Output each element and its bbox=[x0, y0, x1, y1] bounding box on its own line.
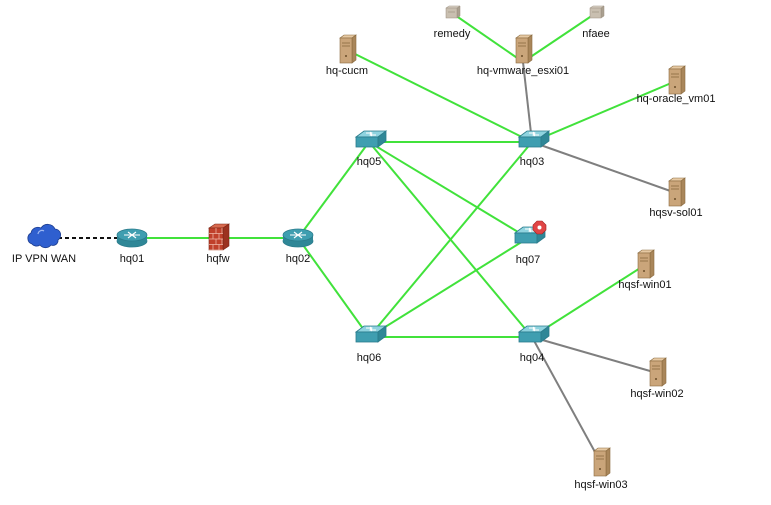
node-hq04[interactable] bbox=[517, 325, 551, 343]
node-label-hq05: hq05 bbox=[356, 156, 382, 168]
node-label-win01: hqsf-win01 bbox=[618, 279, 672, 291]
node-hq06[interactable] bbox=[354, 325, 388, 343]
node-label-esxi: hq-vmware_esxi01 bbox=[476, 65, 570, 77]
switch-icon bbox=[517, 130, 551, 148]
router-icon bbox=[282, 228, 314, 248]
firewall-icon bbox=[208, 223, 230, 251]
node-label-nfaee: nfaee bbox=[582, 28, 610, 40]
link-hq02-hq05[interactable] bbox=[297, 141, 370, 239]
link-win01-hq04[interactable] bbox=[531, 264, 646, 338]
node-cucm[interactable] bbox=[339, 34, 357, 64]
node-label-remedy: remedy bbox=[433, 28, 471, 40]
nodes-layer bbox=[27, 5, 686, 477]
node-remedy[interactable] bbox=[445, 5, 461, 19]
server-icon bbox=[515, 34, 533, 64]
node-label-wan: IP VPN WAN bbox=[11, 253, 77, 265]
server-icon bbox=[668, 65, 686, 95]
node-label-hqfw: hqfw bbox=[206, 253, 230, 265]
node-label-hq04: hq04 bbox=[519, 352, 545, 364]
node-label-hq02: hq02 bbox=[285, 253, 311, 265]
node-nfaee[interactable] bbox=[589, 5, 605, 19]
switch-icon bbox=[517, 325, 551, 343]
node-win01[interactable] bbox=[637, 249, 655, 279]
cloud-icon bbox=[27, 223, 62, 249]
server-icon bbox=[649, 357, 667, 387]
node-win03[interactable] bbox=[593, 447, 611, 477]
node-label-win02: hqsf-win02 bbox=[630, 388, 684, 400]
link-hq05-hq07[interactable] bbox=[368, 141, 529, 239]
link-nfaee-esxi[interactable] bbox=[522, 12, 597, 63]
node-esxi[interactable] bbox=[515, 34, 533, 64]
link-win03-hq04[interactable] bbox=[531, 336, 602, 464]
node-label-oracle: hq-oracle_vm01 bbox=[636, 93, 716, 105]
link-remedy-esxi[interactable] bbox=[451, 12, 524, 63]
link-hq02-hq06[interactable] bbox=[297, 237, 370, 338]
server-icon bbox=[339, 34, 357, 64]
vm-server-icon bbox=[589, 5, 605, 19]
link-hq06-hq03[interactable] bbox=[368, 141, 533, 338]
switch-icon bbox=[354, 325, 388, 343]
switch-icon bbox=[354, 130, 388, 148]
node-label-win03: hqsf-win03 bbox=[574, 479, 628, 491]
server-icon bbox=[668, 177, 686, 207]
server-icon bbox=[637, 249, 655, 279]
switch-icon bbox=[513, 220, 547, 244]
link-oracle-hq03[interactable] bbox=[531, 80, 677, 143]
node-hqfw[interactable] bbox=[208, 223, 230, 251]
link-cucm-hq03[interactable] bbox=[346, 49, 533, 143]
node-hq01[interactable] bbox=[116, 228, 148, 248]
node-sol01[interactable] bbox=[668, 177, 686, 207]
node-label-hq07: hq07 bbox=[515, 254, 541, 266]
link-esxi-hq03[interactable] bbox=[522, 61, 533, 143]
links-layer bbox=[44, 12, 677, 464]
alert-badge-icon bbox=[532, 220, 547, 235]
node-hq02[interactable] bbox=[282, 228, 314, 248]
node-win02[interactable] bbox=[649, 357, 667, 387]
node-label-sol01: hqsv-sol01 bbox=[649, 207, 703, 219]
link-win02-hq04[interactable] bbox=[531, 336, 658, 374]
node-label-hq03: hq03 bbox=[519, 156, 545, 168]
node-label-hq06: hq06 bbox=[356, 352, 382, 364]
router-icon bbox=[116, 228, 148, 248]
link-hq06-hq07[interactable] bbox=[368, 237, 529, 338]
node-label-hq01: hq01 bbox=[119, 253, 145, 265]
node-hq03[interactable] bbox=[517, 130, 551, 148]
node-oracle[interactable] bbox=[668, 65, 686, 95]
node-hq07[interactable] bbox=[513, 220, 547, 244]
server-icon bbox=[593, 447, 611, 477]
link-sol01-hq03[interactable] bbox=[531, 141, 677, 194]
vm-server-icon bbox=[445, 5, 461, 19]
node-hq05[interactable] bbox=[354, 130, 388, 148]
node-wan[interactable] bbox=[27, 223, 62, 249]
node-label-cucm: hq-cucm bbox=[325, 65, 369, 77]
